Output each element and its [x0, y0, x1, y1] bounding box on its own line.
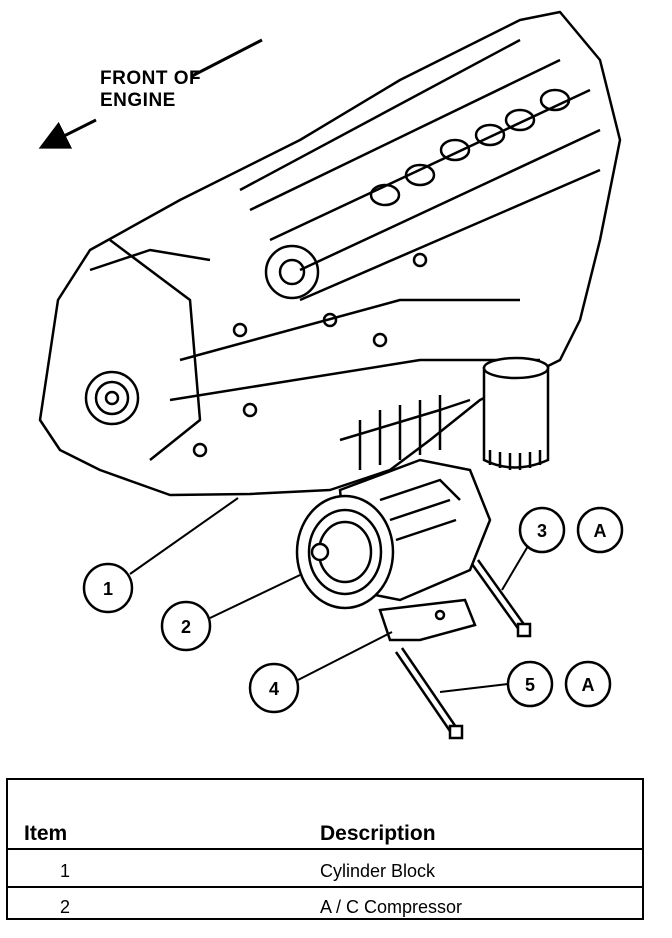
engine-block [38, 10, 622, 497]
row-item-number: 2 [60, 897, 71, 917]
callout-3: 3 A [518, 506, 624, 554]
callout-5: 5 A [506, 660, 612, 708]
front-direction-arrow [38, 38, 263, 149]
svg-text:5: 5 [525, 675, 535, 695]
table-header-description: Description [320, 822, 436, 845]
row-description: Cylinder Block [320, 861, 436, 881]
oil-filter [482, 356, 550, 470]
svg-text:3: 3 [537, 521, 547, 541]
item-description-table: Item Description 1 Cylinder Block 2 A / … [6, 778, 644, 920]
ac-compressor [295, 458, 492, 610]
callout-1: 1 [82, 562, 134, 614]
svg-text:A: A [582, 675, 595, 695]
svg-text:4: 4 [269, 679, 279, 699]
front-label-line1: FRONT OF [100, 68, 202, 89]
table-header-item: Item [24, 822, 68, 845]
callout-4: 4 [248, 662, 300, 714]
svg-text:2: 2 [181, 617, 191, 637]
table-row-divider [8, 886, 642, 888]
row-description: A / C Compressor [320, 897, 463, 917]
table-header-divider [8, 848, 642, 850]
callout-2: 2 [160, 600, 212, 652]
bolt-3 [470, 559, 532, 638]
engine-diagram: 1 2 3 A 4 5 A [38, 10, 624, 740]
leader-lines [129, 497, 529, 693]
svg-text:A: A [594, 521, 607, 541]
bolt-5 [394, 647, 464, 740]
front-label-line2: ENGINE [100, 90, 176, 111]
front-of-engine-label: FRONT OF ENGINE [100, 68, 201, 112]
svg-text:1: 1 [103, 579, 113, 599]
row-item-number: 1 [60, 861, 71, 881]
compressor-bracket [378, 598, 477, 642]
